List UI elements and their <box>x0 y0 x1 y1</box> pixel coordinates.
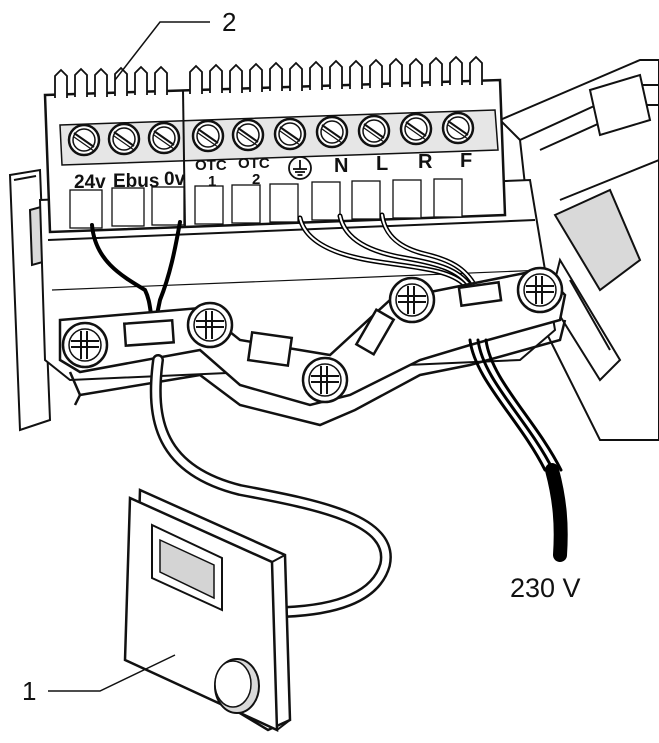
controller-display <box>151 523 223 612</box>
earth-ground-icon <box>288 156 312 180</box>
terminal-label-otc2: OTC <box>238 155 270 172</box>
terminal-label-f: F <box>460 150 472 172</box>
screw-head-icon <box>301 356 349 404</box>
screw-head-icon <box>399 112 433 146</box>
callout-1: 1 <box>22 654 176 706</box>
screw-head-icon <box>315 115 349 149</box>
controller-knob <box>214 658 260 714</box>
terminal-label-otc1-number: 1 <box>208 173 216 190</box>
callout-2: 2 <box>114 7 236 81</box>
boiler-housing <box>498 59 659 441</box>
screw-head-icon <box>273 117 307 151</box>
terminal-label-otc1: OTC <box>195 157 227 174</box>
thermostat-cable <box>149 354 392 618</box>
room-controller <box>123 488 292 732</box>
screw-head-icon <box>388 276 436 324</box>
mains-cable <box>468 338 568 562</box>
terminal-label-0v: 0v <box>164 169 186 190</box>
screw-head-icon <box>441 111 475 145</box>
mains-voltage-label: 230 V <box>510 573 581 603</box>
screw-head-icon <box>67 123 101 157</box>
mains-wires <box>297 212 478 289</box>
terminal-label-r: R <box>418 151 433 173</box>
terminal-label-ebus: Ebus <box>113 171 159 192</box>
terminal-label-24v: 24v <box>74 172 106 193</box>
terminal-block <box>43 78 507 234</box>
screw-head-icon <box>231 118 265 152</box>
screw-head-icon <box>61 321 109 369</box>
screw-head-icon <box>516 266 564 314</box>
callout-label-1: 1 <box>22 676 36 706</box>
screw-head-icon <box>147 121 181 155</box>
screw-head-icon <box>191 119 225 153</box>
screw-head-icon <box>186 301 234 349</box>
screw-head-icon <box>357 114 391 148</box>
terminal-label-l: L <box>376 153 388 175</box>
callout-label-2: 2 <box>222 7 236 37</box>
terminal-label-otc2-number: 2 <box>252 171 260 188</box>
terminal-labels: 24v Ebus 0v OTC 1 OTC 2 N L R F <box>74 150 472 193</box>
terminal-label-n: N <box>334 155 348 177</box>
screw-head-icon <box>107 122 141 156</box>
